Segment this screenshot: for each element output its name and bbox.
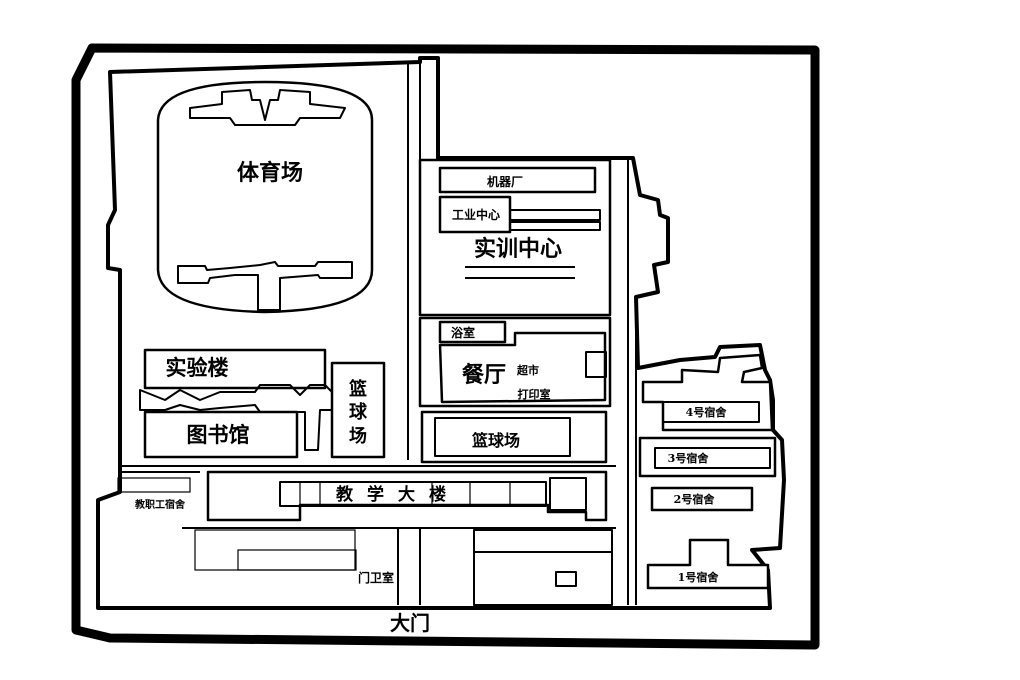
staff-dorm-building <box>117 477 191 493</box>
lab-building <box>143 348 327 390</box>
supermarket-annex <box>585 351 607 378</box>
label-dorm-1: 1号宿舍 <box>678 570 720 584</box>
dorm-4-inner <box>662 401 760 423</box>
label-teaching-building: 教学大楼 <box>335 484 460 505</box>
bathroom-building <box>438 320 507 344</box>
campus-inner-wall <box>96 56 786 610</box>
label-dorm-4: 4号宿舍 <box>686 405 728 419</box>
machine-factory-building <box>438 166 597 194</box>
label-print-room: 打印室 <box>518 387 551 401</box>
south-east-small-box <box>555 571 577 587</box>
basketball-court-right-inner <box>434 417 571 457</box>
canteen-building <box>438 331 607 404</box>
label-guard-room: 门卫室 <box>358 570 394 585</box>
library-building <box>143 410 299 459</box>
guard-area-block-2 <box>237 549 357 571</box>
label-basketball-left-2: 球 <box>349 402 368 423</box>
basketball-court-right <box>420 410 608 464</box>
label-industry-center: 工业中心 <box>452 207 500 222</box>
dorm-3-building <box>638 436 777 478</box>
basketball-court-left <box>330 361 386 459</box>
south-east-block <box>473 529 613 606</box>
label-training-center: 实训中心 <box>474 236 562 262</box>
label-library: 图书馆 <box>187 422 250 447</box>
industry-center-annex <box>509 209 601 221</box>
label-canteen: 餐厅 <box>462 362 506 388</box>
stadium-bottom-stand <box>177 261 353 311</box>
stadium-track <box>156 80 374 314</box>
label-basketball-right: 篮球场 <box>471 431 520 450</box>
teaching-building-outline <box>206 470 608 522</box>
dorm-1-building <box>646 538 770 590</box>
label-stadium: 体育场 <box>237 160 303 186</box>
label-dorm-2: 2号宿舍 <box>674 492 716 506</box>
dorm-3-inner <box>654 447 771 469</box>
label-dorm-3: 3号宿舍 <box>668 451 710 465</box>
teaching-building-core <box>279 481 547 507</box>
dorm-2-building <box>650 486 754 512</box>
label-lab-building: 实验楼 <box>166 355 229 380</box>
label-basketball-left-1: 篮 <box>348 378 367 400</box>
label-staff-dorm: 教职工宿舍 <box>134 498 186 511</box>
label-bathroom: 浴室 <box>451 325 475 340</box>
label-supermarket: 超市 <box>516 363 539 377</box>
stadium-top-stand <box>189 89 346 126</box>
label-machine-factory: 机器厂 <box>487 174 523 189</box>
industry-center-annex-2 <box>509 221 601 231</box>
teaching-building-east-wing <box>549 477 587 511</box>
industry-center-building <box>438 195 512 234</box>
label-basketball-left-3: 场 <box>349 426 367 447</box>
campus-outer-boundary <box>71 43 820 650</box>
label-main-gate: 大门 <box>390 611 430 635</box>
